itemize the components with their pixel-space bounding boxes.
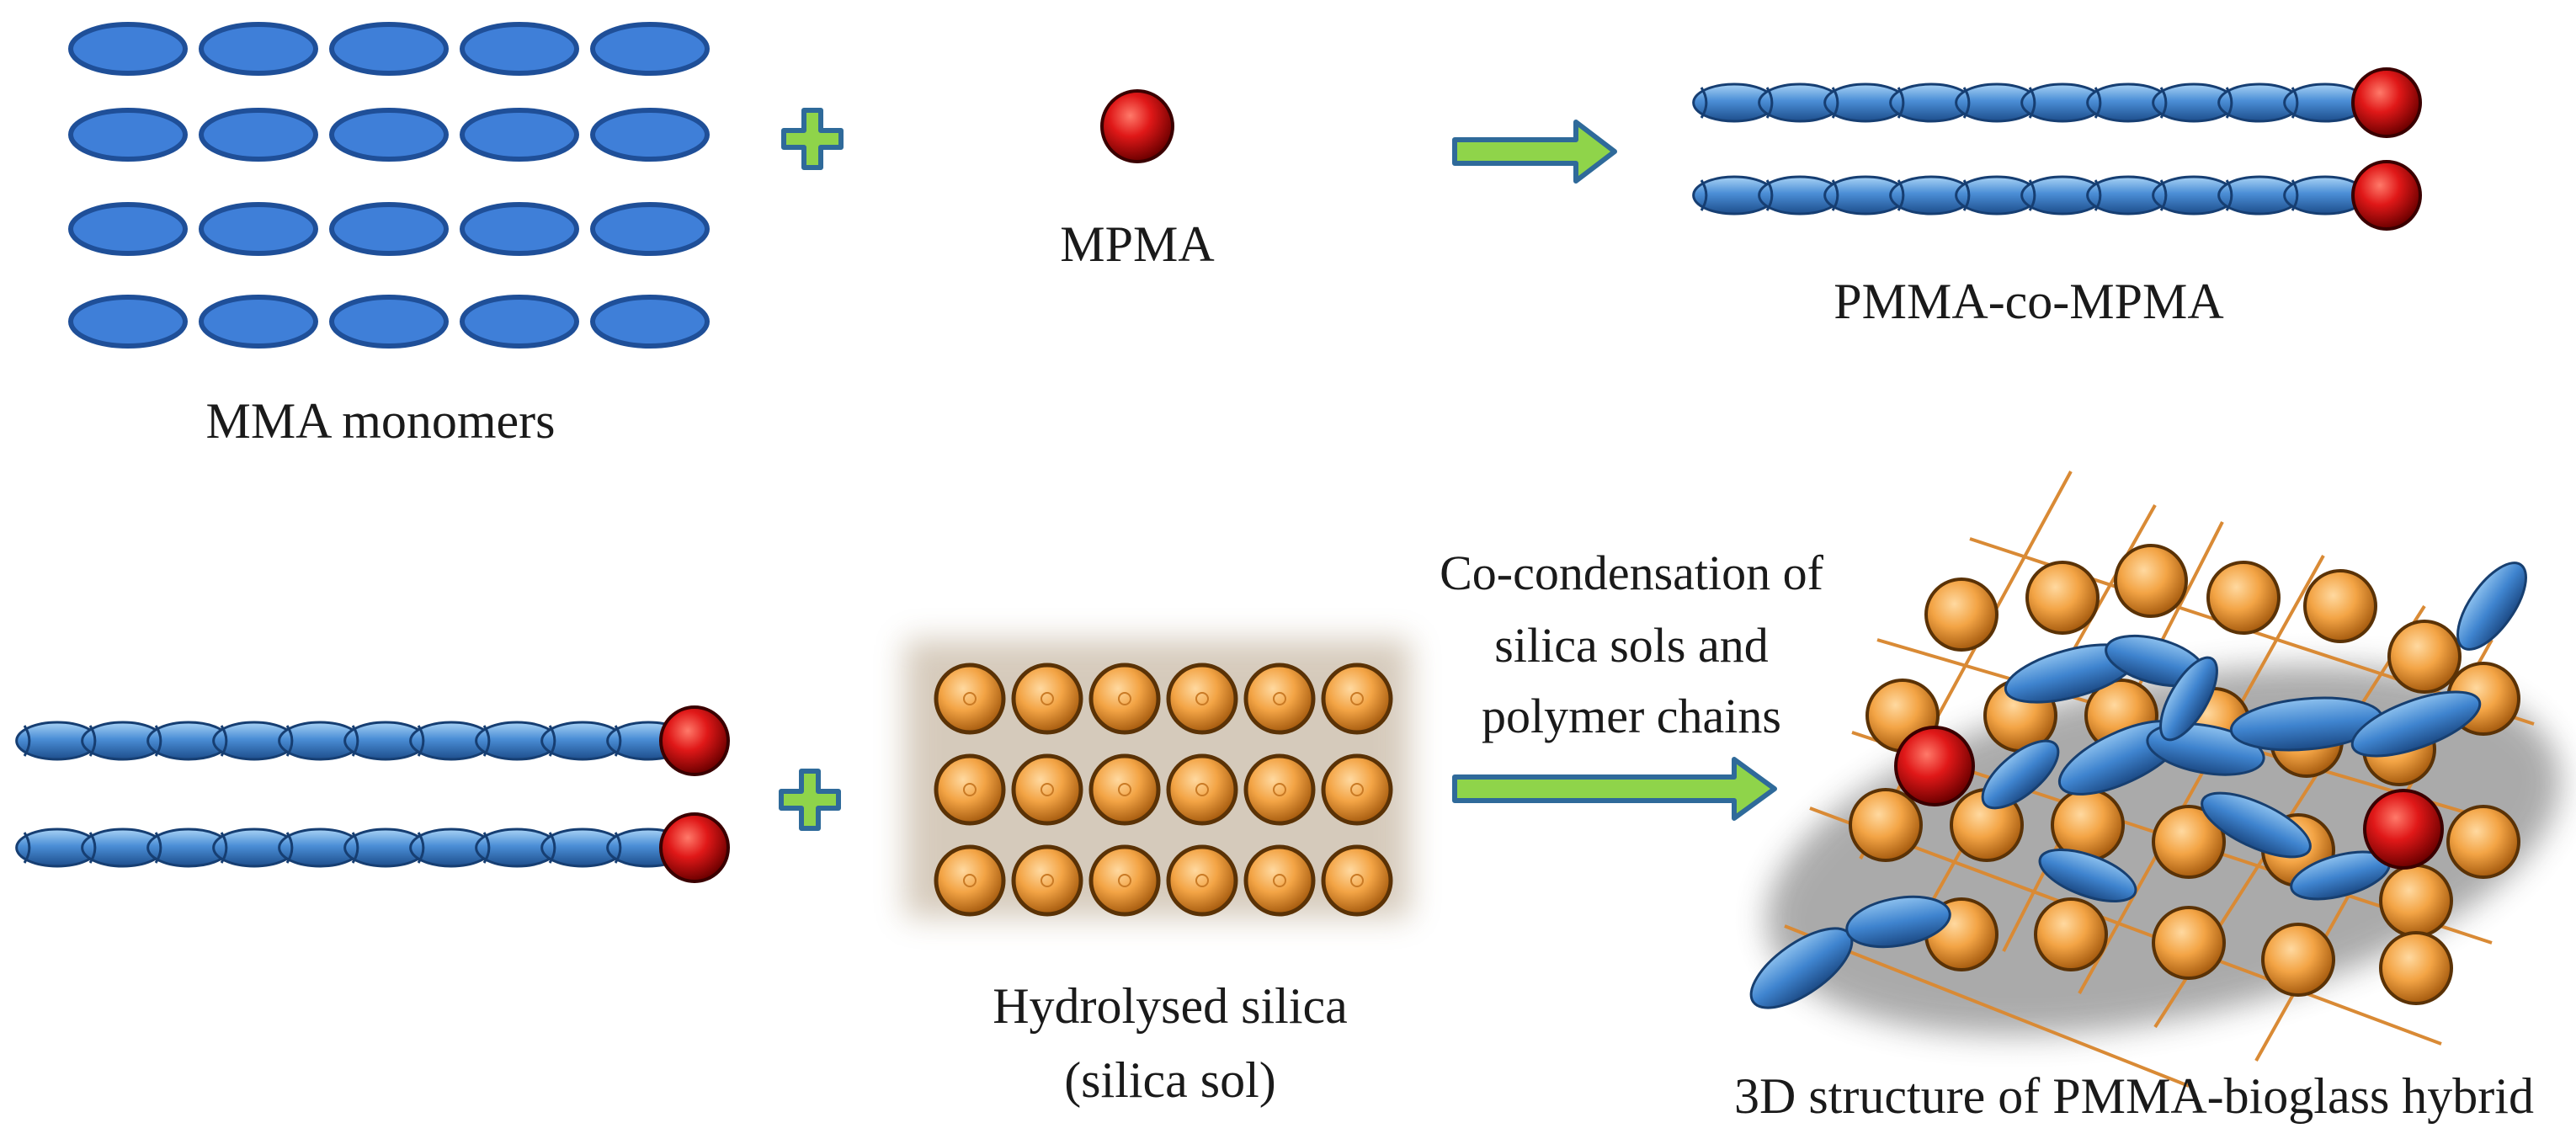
mpma-end-group <box>2351 67 2422 138</box>
mma-monomer <box>329 108 449 162</box>
silica-particle <box>1924 577 1999 652</box>
silica-particle <box>1088 844 1161 917</box>
silica-particle <box>2152 805 2226 879</box>
silica-particle <box>1088 663 1161 735</box>
reaction-label-line3: polymer chains <box>1482 689 1781 743</box>
mma-monomer <box>68 108 188 162</box>
silica-particle <box>2034 897 2108 971</box>
mma-monomer <box>590 295 710 349</box>
silica-particle <box>1849 788 1923 862</box>
silica-particle <box>2152 906 2226 980</box>
mma-monomer <box>199 22 318 76</box>
mma-monomer <box>460 202 579 256</box>
mma-monomer <box>590 202 710 256</box>
silica-particle <box>2303 569 2377 643</box>
silica-particle <box>1166 844 1238 917</box>
mma-monomer <box>590 108 710 162</box>
silica-particle <box>1243 844 1316 917</box>
silica-particle <box>1243 753 1316 826</box>
polymer-segment <box>1845 895 1951 949</box>
silica-particle <box>934 663 1006 735</box>
polymer-chain <box>1692 160 2422 231</box>
silica-particle <box>2379 864 2453 938</box>
reaction-label-line1: Co-condensation of <box>1440 546 1824 600</box>
polymer-chain <box>15 705 730 776</box>
silica-particle <box>1166 663 1238 735</box>
polymer-segment <box>2038 849 2137 902</box>
silica-particle <box>1321 663 1393 735</box>
plus-icon <box>781 108 844 170</box>
mma-monomer <box>329 295 449 349</box>
mma-monomer <box>68 295 188 349</box>
mma-monomer <box>329 202 449 256</box>
silica-particle <box>934 753 1006 826</box>
mpma-end-group <box>2351 160 2422 231</box>
mma-monomer <box>68 22 188 76</box>
right-arrow-icon <box>1452 120 1617 184</box>
mma-monomer <box>199 108 318 162</box>
silica-particle <box>1011 844 1083 917</box>
mma-monomer <box>460 22 579 76</box>
mpma-label: MPMA <box>1060 216 1214 272</box>
silica-particle <box>2114 544 2188 618</box>
polymer-segment <box>2456 562 2527 651</box>
silica-particle <box>1088 753 1161 826</box>
mpma-end-group <box>659 705 730 776</box>
silica-sol-grid <box>905 640 1410 918</box>
polymer-chain <box>15 812 730 883</box>
silica-particle <box>1321 844 1393 917</box>
silica-particle <box>934 844 1006 917</box>
copolymer-chains-reactant <box>15 705 730 883</box>
polymer-chain <box>1692 67 2422 138</box>
mpma-sphere <box>2363 789 2444 870</box>
mma-monomer-grid <box>68 22 710 349</box>
polymer-segment <box>1981 739 2060 810</box>
silica-particle <box>2261 923 2335 997</box>
pmma-co-mpma-chains <box>1692 67 2422 231</box>
mpma-sphere <box>1894 726 1975 806</box>
silica-particle <box>2025 561 2100 635</box>
polymer-segment <box>2350 690 2482 758</box>
silica-particle <box>2206 561 2281 635</box>
mma-monomer <box>199 202 318 256</box>
silica-particle <box>1166 753 1238 826</box>
silica-particle <box>2446 805 2520 879</box>
hybrid-structure <box>1749 471 2561 1088</box>
silica-label-line2: (silica sol) <box>1064 1052 1276 1108</box>
silica-particle <box>2379 931 2453 1005</box>
silica-particle <box>1011 663 1083 735</box>
mma-monomer <box>68 202 188 256</box>
mpma-sphere <box>1100 89 1174 163</box>
reaction-label-line2: silica sols and <box>1494 618 1768 673</box>
right-arrow-icon <box>1452 757 1777 821</box>
pmma-co-mpma-label: PMMA-co-MPMA <box>1834 274 2223 329</box>
mma-monomer <box>199 295 318 349</box>
silica-particle <box>1243 663 1316 735</box>
silica-particle <box>2387 620 2462 694</box>
mma-monomers-label: MMA monomers <box>205 393 555 449</box>
polymer-segment <box>2201 791 2312 859</box>
hybrid-label: 3D structure of PMMA-bioglass hybrid <box>1734 1068 2534 1124</box>
mma-monomer <box>460 295 579 349</box>
mpma-end-group <box>659 812 730 883</box>
mma-monomer <box>329 22 449 76</box>
plus-icon <box>779 769 841 831</box>
silica-label-line1: Hydrolysed silica <box>993 978 1348 1034</box>
mma-monomer <box>590 22 710 76</box>
silica-particle <box>1321 753 1393 826</box>
mma-monomer <box>460 108 579 162</box>
polymer-segment <box>2159 656 2218 742</box>
silica-particle <box>1011 753 1083 826</box>
